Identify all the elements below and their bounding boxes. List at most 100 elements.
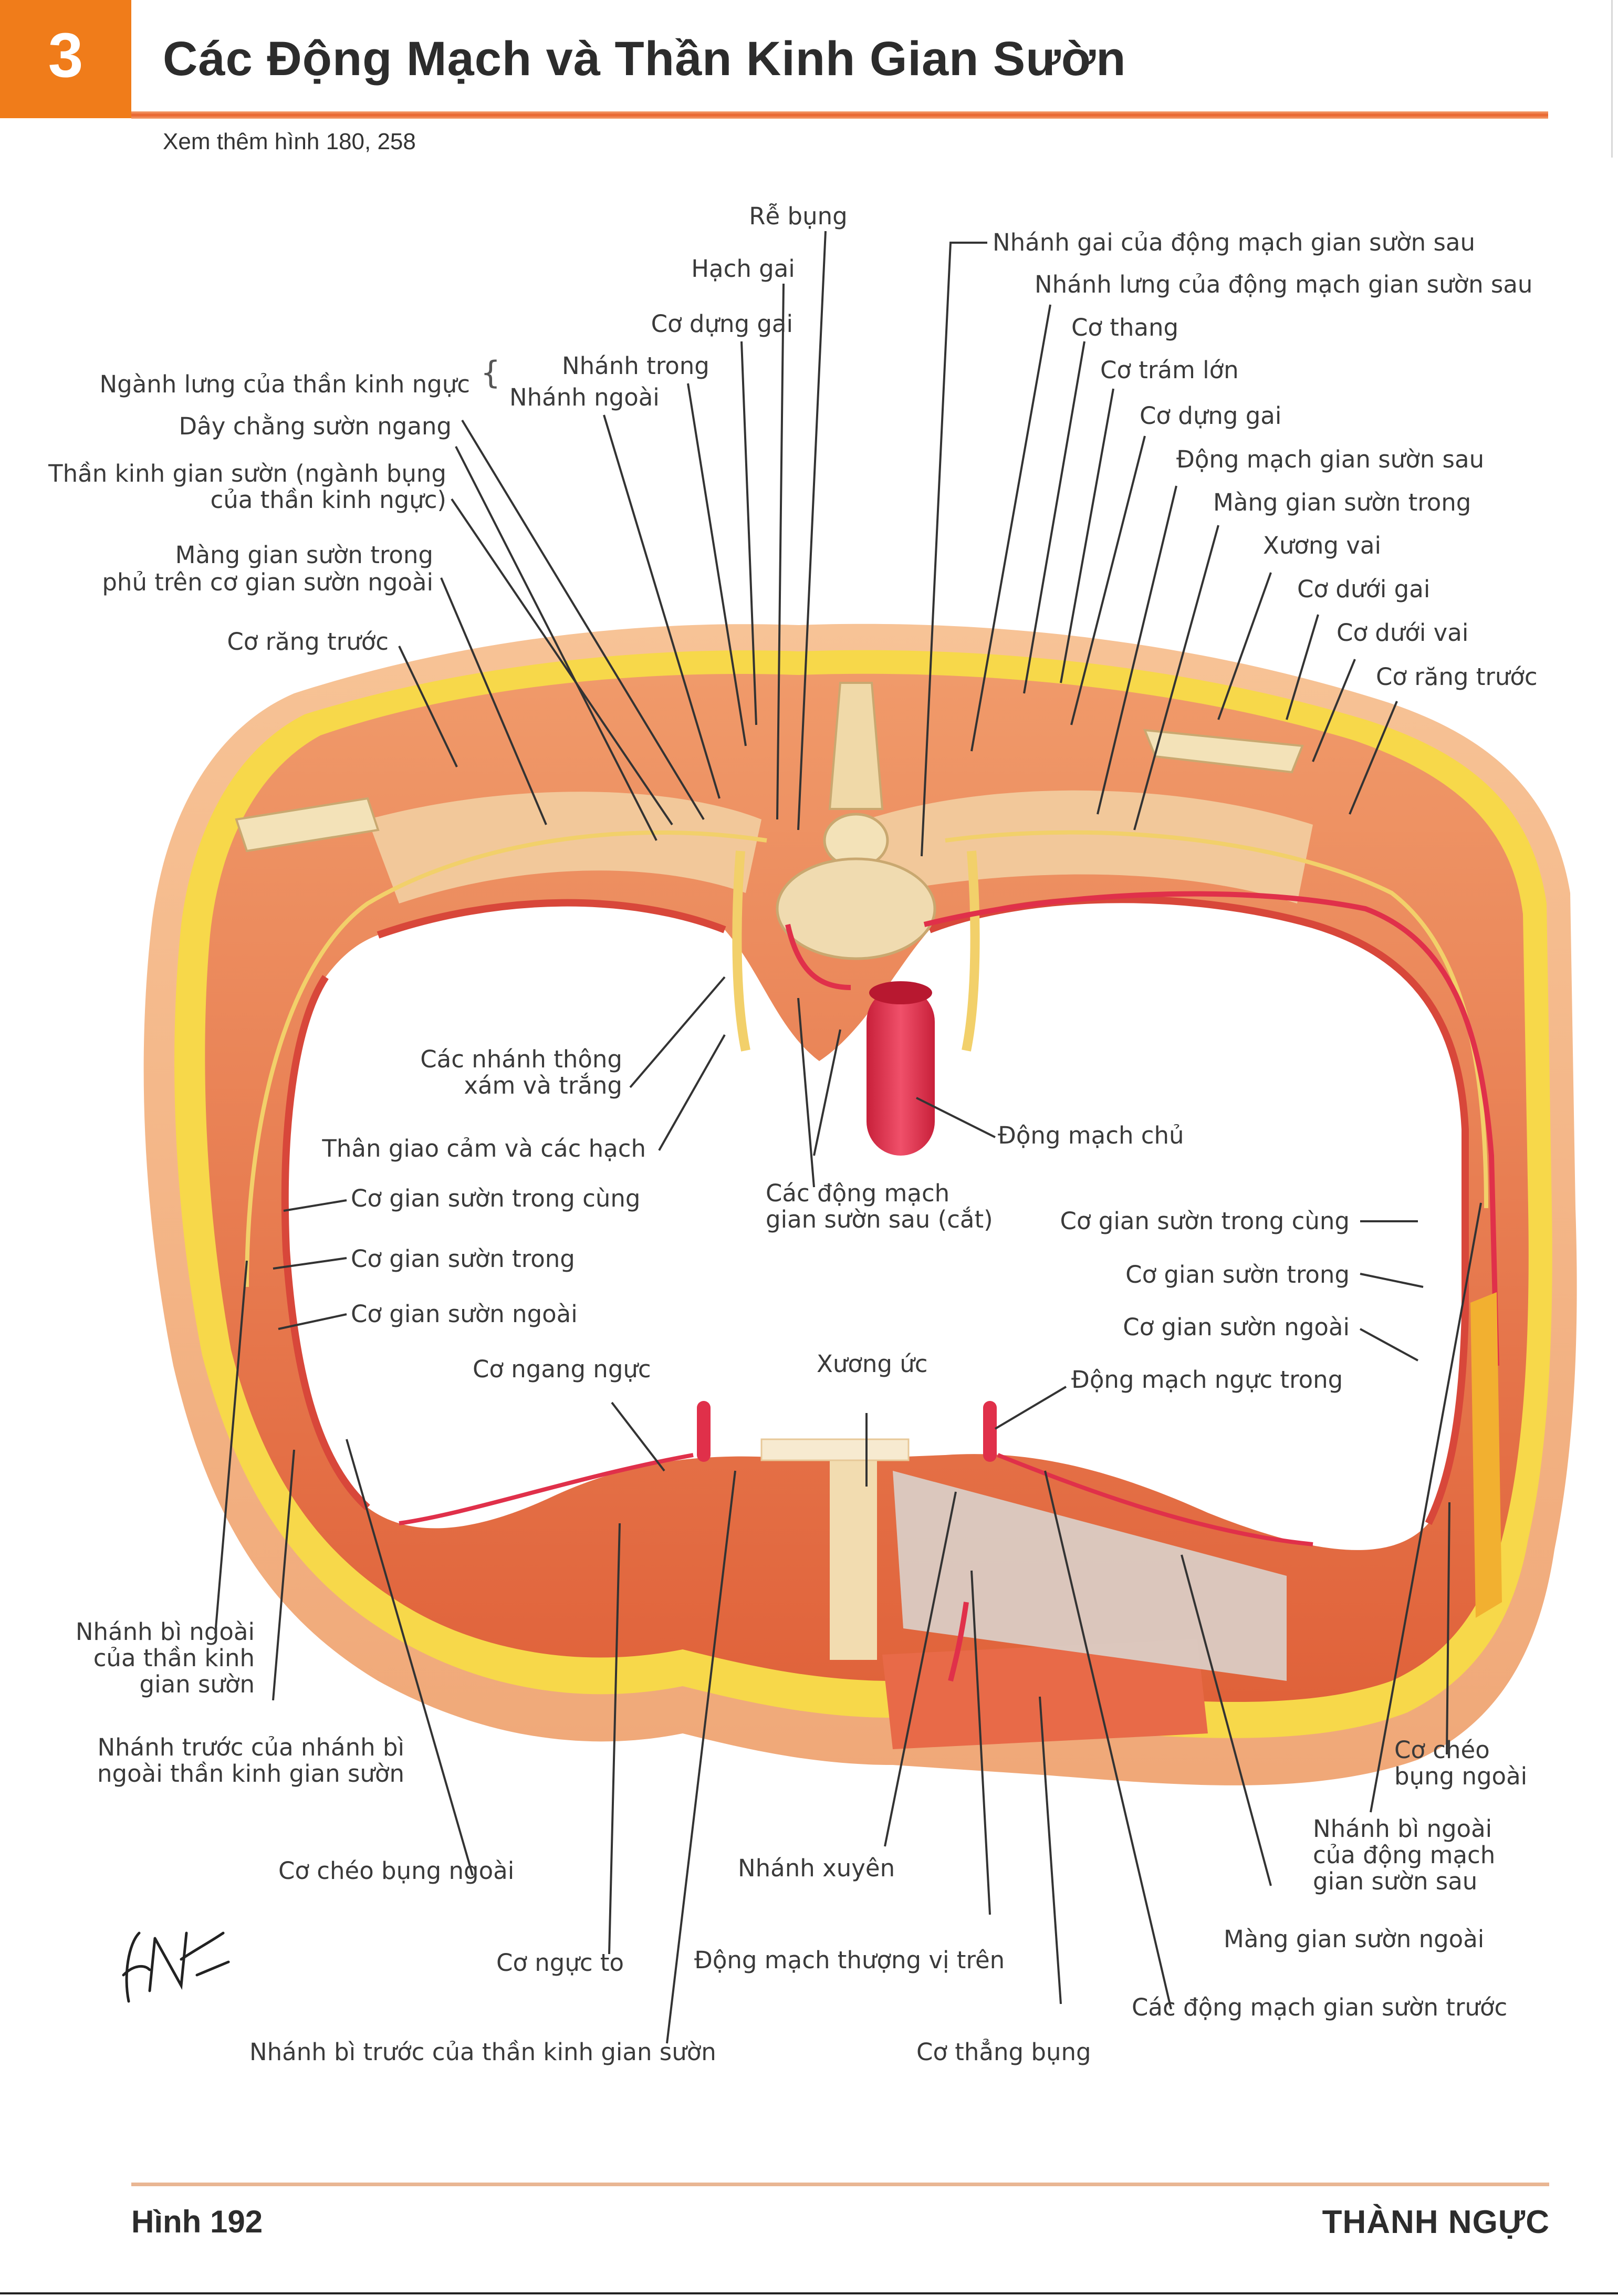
leader-line bbox=[272, 1449, 295, 1701]
leader-line bbox=[629, 976, 726, 1088]
leader-line bbox=[1349, 701, 1398, 815]
scapula bbox=[235, 797, 380, 853]
artist-signature bbox=[122, 1931, 230, 2003]
label-dm-nguc-trong: Động mạch ngực trong bbox=[1071, 1366, 1343, 1394]
label-co-duoi-gai: Cơ dưới gai bbox=[1297, 575, 1431, 603]
section-name: THÀNH NGỰC bbox=[1322, 2204, 1550, 2240]
leader-line bbox=[884, 1491, 957, 1847]
leader-line bbox=[1360, 1273, 1424, 1288]
scapula bbox=[1143, 729, 1304, 774]
label-co-nguc-to: Cơ ngực to bbox=[496, 1949, 624, 1977]
label-cac-dm-gian-suon-truoc: Các động mạch gian sườn trước bbox=[1132, 1993, 1508, 2021]
leader-line bbox=[1060, 388, 1114, 683]
label-re-bung: Rễ bụng bbox=[749, 202, 848, 230]
leader-line bbox=[1446, 1502, 1450, 1755]
leader-lines bbox=[214, 231, 1482, 2044]
leader-line bbox=[1360, 1328, 1418, 1362]
page-edge bbox=[1611, 0, 1613, 158]
label-co-duoi-vai: Cơ dưới vai bbox=[1337, 619, 1469, 647]
leader-line bbox=[603, 414, 721, 799]
label-than-kinh-gian-suon-line2: của thần kinh ngực) bbox=[210, 486, 446, 514]
label-mang-gian-suon-trong-phu-line2: phủ trên cơ gian sườn ngoài bbox=[102, 568, 433, 596]
leader-line bbox=[1023, 341, 1085, 694]
label-hach-gai: Hạch gai bbox=[691, 255, 795, 283]
sympathetic-trunk bbox=[732, 850, 750, 1052]
leader-line bbox=[1039, 1696, 1062, 2004]
label-co-tram-lon: Cơ trám lớn bbox=[1100, 356, 1239, 384]
label-cac-dm-gian-suon-sau-line2: gian sườn sau (cắt) bbox=[766, 1206, 993, 1233]
label-nhanh-bi-ngoai-dm-line2: của động mạch bbox=[1313, 1841, 1496, 1869]
label-nhanh-gai-dm: Nhánh gai của động mạch gian sườn sau bbox=[993, 228, 1475, 256]
label-dm-gian-suon-sau: Động mạch gian sườn sau bbox=[1176, 445, 1485, 473]
leader-line bbox=[214, 1260, 248, 1634]
leader-line bbox=[455, 446, 657, 841]
rib-band bbox=[368, 792, 761, 903]
brace-icon: { bbox=[481, 355, 501, 391]
leader-line bbox=[1312, 659, 1356, 762]
leader-line bbox=[970, 1570, 991, 1915]
rectus-abdominis bbox=[882, 1639, 1208, 1749]
anterior-intercostal-artery bbox=[399, 1453, 694, 1525]
superior-epigastric-artery bbox=[948, 1602, 969, 1682]
label-co-gs-trong-cung-right: Cơ gian sườn trong cùng bbox=[1060, 1207, 1350, 1235]
latissimus-band bbox=[1470, 1292, 1502, 1618]
label-co-ngang-nguc: Cơ ngang ngực bbox=[473, 1355, 651, 1383]
sternum bbox=[830, 1455, 877, 1660]
leader-line bbox=[461, 419, 705, 820]
leader-line bbox=[608, 1523, 621, 1955]
leader-line bbox=[440, 577, 547, 825]
leader-line bbox=[346, 1439, 474, 1876]
leader-line bbox=[398, 646, 458, 767]
leader-line bbox=[283, 1199, 347, 1212]
label-co-cheo-bung-ngoai-right-line2: bụng ngoài bbox=[1394, 1762, 1528, 1790]
label-nhanh-bi-ngoai-dm-line1: Nhánh bì ngoài bbox=[1313, 1815, 1492, 1843]
label-nhanh-trong: Nhánh trong bbox=[562, 352, 709, 380]
leader-line bbox=[1370, 1202, 1482, 1813]
label-dong-mach-chu: Động mạch chủ bbox=[998, 1121, 1184, 1149]
leader-line bbox=[1133, 525, 1219, 830]
label-xuong-vai: Xương vai bbox=[1263, 532, 1381, 559]
label-nhanh-bi-truoc: Nhánh bì trước của thần kinh gian sườn bbox=[249, 2038, 716, 2066]
leader-line bbox=[1217, 572, 1272, 720]
label-co-dung-gai-left: Cơ dựng gai bbox=[651, 310, 793, 338]
leader-line bbox=[921, 242, 987, 857]
label-than-giao-cam: Thân giao cảm và các hạch bbox=[322, 1135, 646, 1162]
leader-line bbox=[994, 1386, 1067, 1430]
label-day-chang-suon-ngang: Dây chằng sườn ngang bbox=[179, 412, 452, 440]
label-nhanh-truoc-line1: Nhánh trước của nhánh bì bbox=[97, 1733, 404, 1761]
label-nhanh-bi-ngoai-tk-line3: gian sườn bbox=[139, 1670, 255, 1698]
title-rule bbox=[131, 111, 1548, 119]
aorta bbox=[867, 988, 935, 1156]
label-co-gs-ngoai-right: Cơ gian sườn ngoài bbox=[1123, 1313, 1350, 1341]
label-nhanh-xuyen: Nhánh xuyên bbox=[738, 1854, 895, 1882]
label-co-cheo-bung-ngoai-right-line1: Cơ chéo bbox=[1394, 1736, 1490, 1764]
aorta-lumen bbox=[869, 981, 932, 1004]
leader-line bbox=[1097, 485, 1177, 815]
thoracic-cavity bbox=[285, 899, 1465, 1550]
page-edge bbox=[0, 2292, 1618, 2294]
rib-band bbox=[867, 790, 1313, 903]
label-co-gs-trong-right: Cơ gian sườn trong bbox=[1125, 1261, 1350, 1289]
leader-line bbox=[740, 341, 757, 725]
label-cac-nhanh-thong-line2: xám và trắng bbox=[464, 1072, 622, 1099]
leader-line bbox=[1286, 614, 1319, 720]
label-co-rang-truoc-left: Cơ răng trước bbox=[227, 628, 389, 656]
page-title: Các Động Mạch và Thần Kinh Gian Sườn bbox=[163, 32, 1126, 86]
label-dm-thuong-vi-tren: Động mạch thượng vị trên bbox=[694, 1946, 1005, 1974]
label-co-gs-ngoai-left: Cơ gian sườn ngoài bbox=[351, 1300, 578, 1328]
label-co-rang-truoc-right: Cơ răng trước bbox=[1376, 663, 1538, 691]
label-mang-gian-suon-ngoai: Màng gian sườn ngoài bbox=[1224, 1925, 1485, 1953]
label-mang-gian-suon-trong-phu-line1: Màng gian sườn trong bbox=[175, 541, 433, 569]
aponeurosis bbox=[893, 1471, 1287, 1681]
label-co-cheo-bung-ngoai-left: Cơ chéo bụng ngoài bbox=[278, 1857, 515, 1885]
sympathetic-trunk bbox=[962, 850, 980, 1052]
footer-rule bbox=[131, 2183, 1549, 2186]
label-nhanh-lung-dm: Nhánh lưng của động mạch gian sườn sau bbox=[1035, 271, 1533, 298]
see-also-reference: Xem thêm hình 180, 258 bbox=[163, 129, 416, 154]
label-nhanh-ngoai: Nhánh ngoài bbox=[509, 383, 660, 411]
leader-line bbox=[813, 1029, 841, 1156]
sternum-cartilage bbox=[760, 1438, 910, 1461]
label-nhanh-bi-ngoai-tk-line2: của thần kinh bbox=[93, 1644, 255, 1672]
leader-line bbox=[1070, 435, 1146, 725]
